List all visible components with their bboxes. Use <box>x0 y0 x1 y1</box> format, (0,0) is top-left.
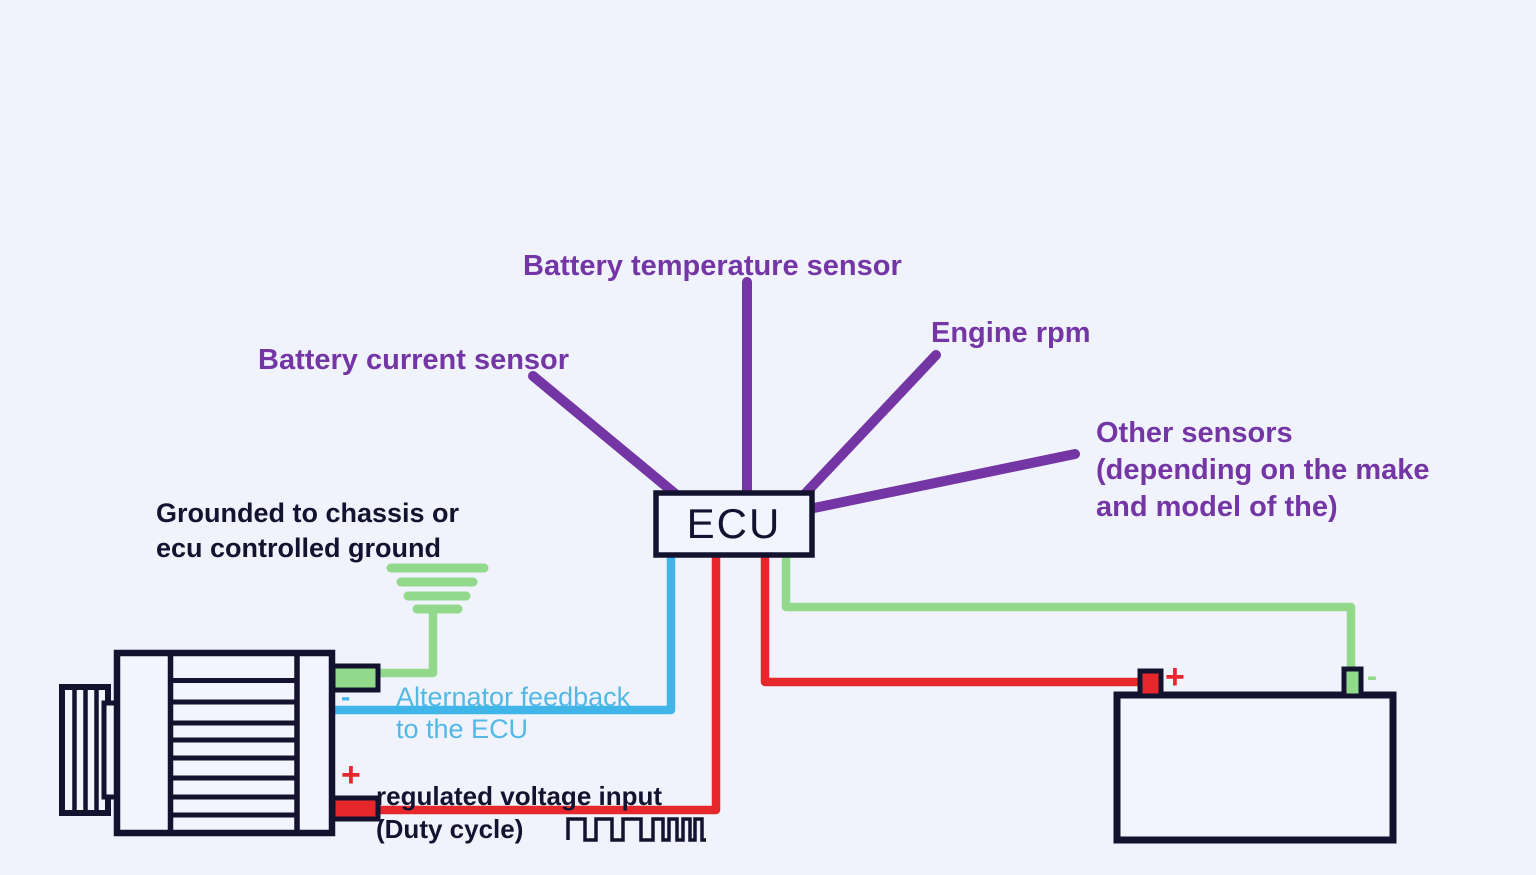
alternator-plus-sign: + <box>341 756 361 794</box>
engine-rpm-label: Engine rpm <box>931 317 1091 349</box>
battery-plus-sign: + <box>1165 658 1185 696</box>
battery-positive-terminal <box>1137 668 1164 699</box>
engine-rpm-wire <box>798 350 941 501</box>
regulated-voltage-wire <box>380 555 721 815</box>
alternator <box>59 649 381 837</box>
alternator-feedback-line-2: to the ECU <box>396 714 529 744</box>
other-sensors-line-3: and model of the) <box>1096 491 1338 523</box>
duty-cycle-waveform <box>566 817 706 842</box>
alternator-minus-sign: - <box>341 681 351 712</box>
other-sensors-wire <box>809 449 1080 513</box>
ground-wire <box>378 612 438 678</box>
alternator-ground-terminal <box>330 663 381 693</box>
battery-body <box>1113 691 1397 844</box>
other-sensors-line-1: Other sensors <box>1096 417 1293 449</box>
regulated-voltage-line-1: regulated voltage input <box>376 781 663 811</box>
battery-current-sensor-label: Battery current sensor <box>258 344 570 376</box>
ecu-to-battery-positive-wire <box>760 555 1140 687</box>
battery-temperature-sensor-label: Battery temperature sensor <box>523 250 902 282</box>
ground-note: Grounded to chassis or ecu controlled gr… <box>156 496 459 566</box>
other-sensors-line-2: (depending on the make <box>1096 454 1430 486</box>
alternator-feedback-note: Alternator feedback to the ECU <box>396 681 630 745</box>
alternator-pulley-grooves <box>72 690 99 810</box>
alternator-feedback-line-1: Alternator feedback <box>396 682 631 712</box>
regulated-voltage-note: regulated voltage input (Duty cycle) <box>376 780 662 846</box>
battery-negative-terminal <box>1341 666 1364 699</box>
ground-note-line-2: ecu controlled ground <box>156 533 442 563</box>
alternator-positive-terminal <box>330 795 381 822</box>
battery-current-sensor-wire <box>528 371 684 502</box>
battery-minus-sign: - <box>1367 660 1377 693</box>
battery <box>1113 666 1397 844</box>
alternator-feedback-wire <box>334 555 676 715</box>
ecu-to-battery-negative-wire <box>781 555 1356 670</box>
ground-note-line-1: Grounded to chassis or <box>156 498 460 528</box>
ecu-label: ECU <box>686 500 782 547</box>
ecu-box <box>653 490 815 558</box>
other-sensors-label: Other sensors (depending on the make and… <box>1096 415 1430 526</box>
alternator-fins <box>170 678 297 818</box>
regulated-voltage-line-2: (Duty cycle) <box>376 814 524 844</box>
